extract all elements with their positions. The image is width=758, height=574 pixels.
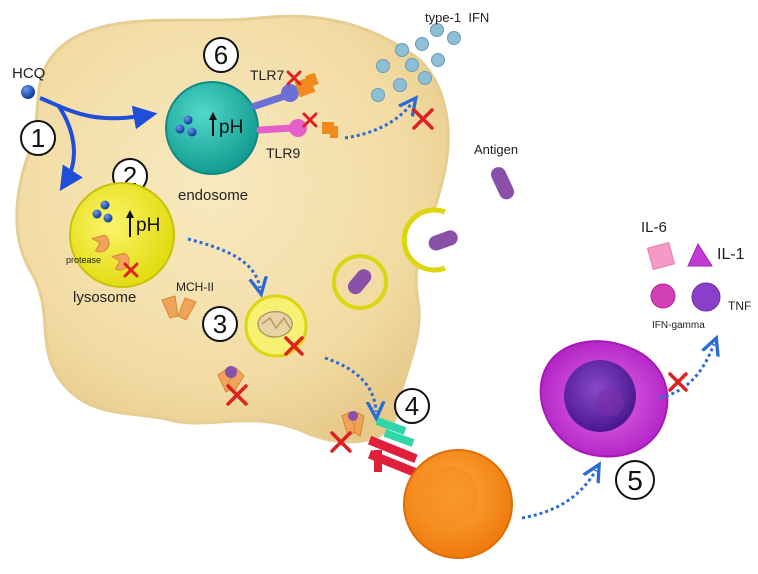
- dendritic-cell-body: [15, 14, 450, 444]
- protease-label: protease: [66, 255, 101, 265]
- curved-arrow-icon: [39, 96, 158, 130]
- step-6-badge: 6: [203, 37, 239, 73]
- block-x-icon: [412, 108, 434, 130]
- tnf-label: TNF: [728, 299, 751, 313]
- type1-ifn-label: type-1 IFN: [425, 10, 489, 25]
- tlr9-receptor: [256, 119, 338, 138]
- dotted-arrow-icon: [187, 237, 260, 288]
- dotted-arrow-icon: [521, 470, 596, 520]
- endosome-label: endosome: [178, 187, 248, 204]
- antigen-label: Antigen: [474, 142, 518, 157]
- step-1-badge: 1: [20, 120, 56, 156]
- endosome-ph-label: pH: [219, 117, 243, 138]
- il6-icon: [646, 241, 676, 271]
- block-x-icon: [284, 336, 304, 356]
- block-x-icon: [668, 372, 688, 392]
- lysosome: pH protease: [66, 182, 175, 288]
- lysosome-ph-label: pH: [136, 215, 160, 236]
- tnf-icon: [691, 282, 721, 312]
- dotted-arrow-icon: [324, 356, 376, 412]
- svg-text:3: 3: [213, 309, 227, 339]
- endosome: pH: [165, 81, 259, 175]
- antigen-icon: [491, 167, 515, 200]
- svg-text:4: 4: [405, 391, 419, 421]
- t-cell: [403, 449, 513, 559]
- dotted-arrow-icon: [659, 344, 714, 400]
- block-x-icon: [123, 262, 139, 278]
- mhc-ii-icon: [161, 295, 197, 321]
- protease-icon: [90, 234, 110, 253]
- hcq-label: HCQ: [12, 65, 45, 82]
- phagosome: [332, 254, 388, 310]
- ifn-gamma-icon: [650, 283, 676, 309]
- engulfing-vesicle: [401, 207, 458, 273]
- block-x-icon: [226, 384, 248, 406]
- hcq-molecule-icon: [21, 85, 35, 99]
- block-x-icon: [330, 431, 352, 453]
- curved-arrow-icon: [56, 103, 83, 192]
- block-x-icon: [302, 112, 318, 128]
- step-3-badge: 3: [202, 306, 238, 342]
- tlr7-label: TLR7: [250, 67, 284, 83]
- svg-text:1: 1: [31, 123, 45, 153]
- step-4-badge: 4: [394, 388, 430, 424]
- lysosome-label: lysosome: [73, 289, 136, 306]
- tlr9-label: TLR9: [266, 145, 300, 161]
- il1-label: IL-1: [717, 246, 745, 263]
- svg-text:5: 5: [627, 465, 643, 496]
- macrophage: [539, 340, 669, 458]
- type1-ifn-dots: [371, 23, 461, 102]
- mhc-ii-peptide-icon: [217, 366, 245, 393]
- il6-label: IL-6: [641, 219, 667, 236]
- block-x-icon: [286, 70, 302, 86]
- mhc-ii-label: MCH-II: [176, 280, 214, 294]
- tlr7-receptor: [251, 72, 319, 110]
- dotted-arrow-icon: [344, 103, 412, 140]
- mhc-tcr-synapse: [341, 411, 418, 478]
- ifn-gamma-label: IFN-gamma: [652, 320, 705, 331]
- svg-text:6: 6: [214, 40, 228, 70]
- step-5-badge: 5: [615, 460, 655, 500]
- il1-icon: [687, 242, 713, 267]
